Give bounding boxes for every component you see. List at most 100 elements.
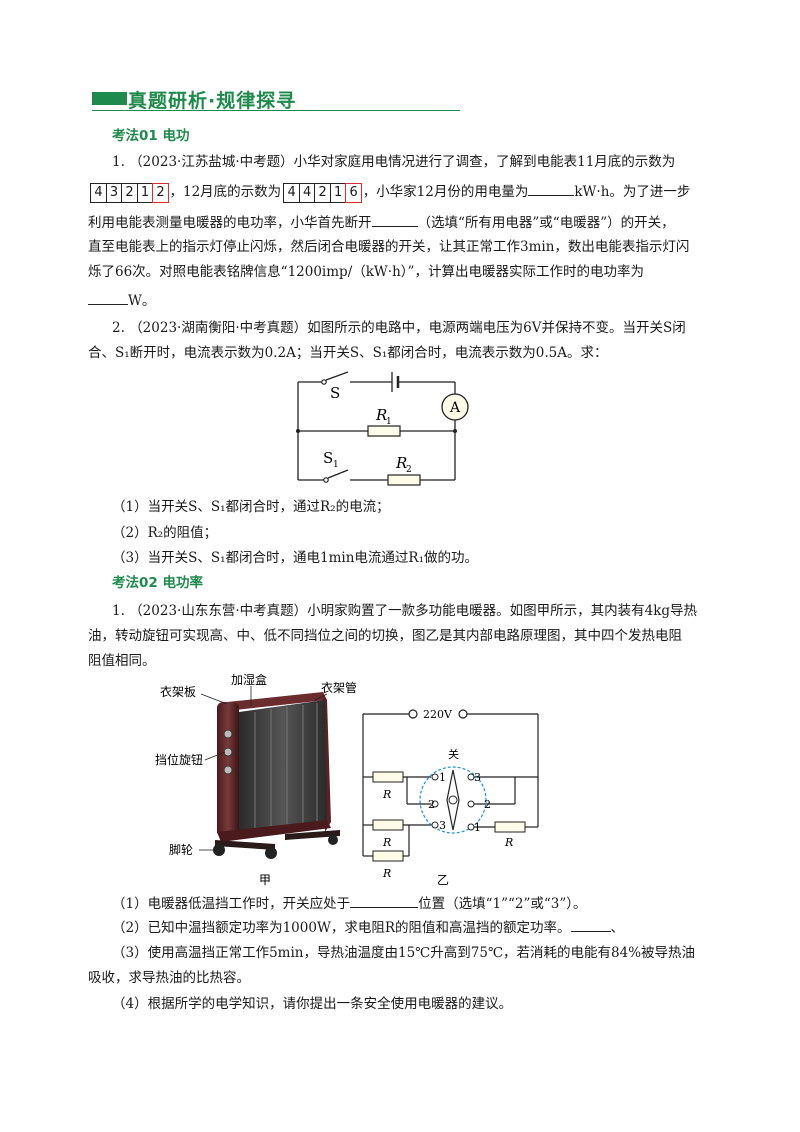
q1-line3: 利用电能表测量电暖器的电功率，小华首先断开 （选填“所有用电器”或“电暖器”）的开… bbox=[88, 212, 708, 233]
switch-s1-label: S bbox=[323, 449, 333, 467]
s1-sub: 1 bbox=[333, 460, 339, 470]
answer-blank-power[interactable] bbox=[88, 290, 128, 305]
meter-digit: 2 bbox=[314, 182, 332, 203]
contact-label: 3 bbox=[439, 819, 446, 832]
resistor-label: R bbox=[382, 788, 391, 801]
q1-line3-b: （选填“所有用电器”或“电暖器”）的开关， bbox=[417, 215, 675, 231]
q1-line3-a: 利用电能表测量电暖器的电功率，小华首先断开 bbox=[88, 215, 372, 231]
resistor-label: R bbox=[504, 836, 513, 849]
q1-line2-mid: ，12月底的示数为 bbox=[169, 184, 282, 200]
section-title-electric-work: 考法01 电功 bbox=[112, 128, 190, 144]
heater-grille bbox=[239, 700, 327, 837]
q2-line1: 2. （2023·湖南衡阳·中考真题）如图所示的电路中，电源两端电压为6V并保持… bbox=[112, 320, 686, 336]
figure-label-b: 乙 bbox=[437, 873, 449, 886]
r2-sub: 2 bbox=[406, 465, 412, 475]
resistor-r bbox=[372, 771, 404, 783]
terminal-icon bbox=[458, 709, 468, 719]
q3-sub2-text: （2）已知中温挡额定功率为1000W，求电阻R的阻值和高温挡的额定功率。 bbox=[112, 920, 571, 936]
q1-line6: W。 bbox=[88, 290, 708, 311]
q1-line6-text: W。 bbox=[128, 293, 156, 309]
q3-sub1-a: （1）电暖器低温挡工作时，开关应处于 bbox=[112, 896, 351, 912]
figure-label-a: 甲 bbox=[259, 873, 271, 887]
terminal-icon bbox=[408, 709, 418, 719]
heater-illustration: 衣架板 加湿盒 衣架管 挡位旋钮 脚轮 甲 bbox=[155, 672, 357, 887]
answer-blank-switch[interactable] bbox=[371, 212, 418, 227]
resistor-r bbox=[372, 819, 404, 831]
resistor-r bbox=[372, 850, 404, 862]
switch-s-label: S bbox=[330, 384, 340, 402]
header-divider bbox=[92, 110, 460, 111]
meter-digit: 4 bbox=[90, 182, 107, 203]
circuit-diagram-heater: 220V 关 R R R R 1 2 3 3 2 1 乙 bbox=[362, 708, 539, 886]
circuit-diagram-q2: A S R 1 S 1 R 2 bbox=[296, 371, 469, 486]
knob-icon bbox=[223, 747, 233, 757]
meter-digit: 3 bbox=[105, 182, 123, 203]
wheel-icon bbox=[265, 847, 277, 859]
q3-sub4: （4）根据所学的电学知识，请你提出一条安全使用电暖器的建议。 bbox=[112, 996, 513, 1012]
contact-label: 3 bbox=[474, 771, 481, 784]
ammeter-icon bbox=[441, 393, 469, 421]
q2-sub3: （3）当开关S、S₁都闭合时，通电1min电流通过R₁做的功。 bbox=[112, 550, 478, 566]
q3-sub1: （1）电暖器低温挡工作时，开关应处于 位置（选填“1”“2”或“3”）。 bbox=[112, 893, 708, 914]
q1-line2-end-b: kW·h。为了进一步 bbox=[574, 184, 691, 200]
q3-sub3-line2: 吸收，求导热油的比热容。 bbox=[88, 970, 250, 986]
switch-s1-contact bbox=[323, 477, 329, 483]
ammeter-label: A bbox=[449, 400, 461, 416]
label-wheel: 脚轮 bbox=[169, 842, 193, 857]
meter-digit-decimal: 6 bbox=[345, 182, 363, 203]
contact-label: 2 bbox=[428, 798, 435, 811]
r1-sub: 1 bbox=[386, 417, 392, 427]
wheel-icon bbox=[328, 835, 338, 845]
q2-sub1: （1）当开关S、S₁都闭合时，通过R₂的电流； bbox=[112, 499, 390, 515]
meter-digit: 4 bbox=[283, 182, 301, 203]
section-header-title: 真题研析·规律探寻 bbox=[128, 90, 297, 112]
resistor-label: R bbox=[382, 867, 391, 880]
label-rack-board: 衣架板 bbox=[160, 684, 196, 699]
meter-digit: 1 bbox=[136, 182, 154, 203]
resistor-label: R bbox=[382, 836, 391, 849]
knob-icon bbox=[223, 729, 233, 739]
q1-line4: 直至电能表上的指示灯停止闪烁，然后闭合电暖器的开关，让其正常工作3min，数出电… bbox=[88, 239, 690, 255]
contact-label: 1 bbox=[474, 821, 481, 834]
answer-blank-position[interactable] bbox=[350, 893, 419, 908]
r1-label: R bbox=[375, 406, 387, 424]
switch-off-label: 关 bbox=[448, 747, 459, 761]
resistor-r bbox=[494, 821, 526, 833]
label-rack-tube: 衣架管 bbox=[321, 680, 357, 695]
q1-line1: 1. （2023·江苏盐城·中考题）小华对家庭用电情况进行了调查，了解到电能表1… bbox=[112, 154, 676, 170]
r2-label: R bbox=[395, 454, 407, 472]
voltage-label: 220V bbox=[423, 708, 453, 721]
q3-sub2-tail: 、 bbox=[610, 920, 625, 936]
resistor-r1 bbox=[367, 425, 401, 437]
wheel-icon bbox=[213, 844, 225, 856]
answer-blank-usage[interactable] bbox=[528, 181, 575, 196]
rotary-switch-outline bbox=[419, 766, 487, 834]
contact-label: 2 bbox=[484, 798, 491, 811]
section-title-electric-power: 考法02 电功率 bbox=[112, 575, 203, 591]
answer-blank-r-power[interactable] bbox=[570, 917, 611, 932]
q1-line5: 烁了66次。对照电能表铭牌信息“1200imp/（kW·h）”，计算出电暖器实际… bbox=[88, 264, 644, 280]
q2-sub2: （2）R₂的阻值； bbox=[112, 525, 218, 541]
q3-line3: 阻值相同。 bbox=[88, 653, 156, 669]
meter-digit: 2 bbox=[121, 182, 138, 203]
contact-label: 1 bbox=[439, 771, 446, 784]
q2-line2: 合、S₁断开时，电流表示数为0.2A；当开关S、S₁都闭合时，电流表示数为0.5… bbox=[88, 345, 608, 361]
header-bar-decoration bbox=[92, 92, 127, 105]
meter-digit: 1 bbox=[329, 182, 347, 203]
switch-s-contact bbox=[321, 379, 327, 385]
resistor-r2 bbox=[387, 474, 421, 486]
q3-line2: 油，转动旋钮可实现高、中、低不同挡位之间的切换，图乙是其内部电路原理图，其中四个… bbox=[88, 628, 682, 644]
label-knob: 挡位旋钮 bbox=[155, 752, 203, 767]
q1-line2-end-a: ，小华家12月份的用电量为 bbox=[362, 184, 529, 200]
label-humidifier: 加湿盒 bbox=[231, 672, 267, 687]
q3-line1: 1. （2023·山东东营·中考真题）小明家购置了一款多功能电暖器。如图甲所示，… bbox=[112, 603, 698, 619]
q3-sub3-line1: （3）使用高温挡正常工作5min，导热油温度由15℃升高到75℃，若消耗的电能有… bbox=[112, 945, 696, 961]
q3-sub2: （2）已知中温挡额定功率为1000W，求电阻R的阻值和高温挡的额定功率。 、 bbox=[112, 917, 708, 938]
meter-digit: 4 bbox=[298, 182, 316, 203]
knob-icon bbox=[223, 765, 233, 775]
meter-digit-decimal: 2 bbox=[152, 182, 169, 203]
q3-sub1-b: 位置（选填“1”“2”或“3”）。 bbox=[418, 896, 587, 912]
